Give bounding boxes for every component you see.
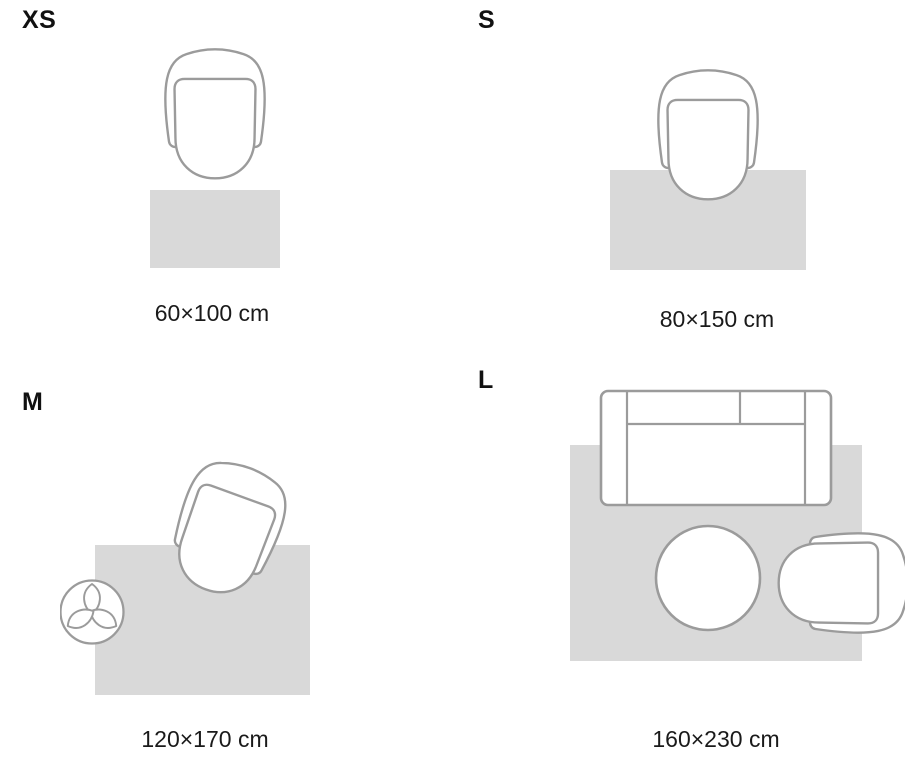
illustration-m <box>60 450 310 695</box>
dimensions-s: 80×150 cm <box>659 306 775 332</box>
size-card-m: M 120×170 cm <box>0 380 460 760</box>
illustration-l <box>570 389 905 661</box>
size-label-s: S <box>478 6 496 34</box>
dimensions-xs: 60×100 cm <box>154 300 270 326</box>
size-card-l: L 160×230 cm <box>460 366 920 760</box>
size-label-l: L <box>478 366 494 394</box>
dimensions-l: 160×230 cm <box>652 726 780 752</box>
armchair-icon <box>777 532 905 634</box>
rug-xs <box>150 190 280 268</box>
armchair-icon <box>657 69 759 201</box>
size-label-xs: XS <box>22 6 57 34</box>
size-label-m: M <box>22 388 44 416</box>
size-card-xs: XS 60×100 cm <box>0 0 460 380</box>
size-card-s: S 80×150 cm <box>460 0 920 380</box>
armchair-icon <box>164 48 266 180</box>
plant-icon <box>60 579 125 645</box>
illustration-xs <box>150 48 280 268</box>
sofa-icon <box>599 389 833 507</box>
illustration-s <box>610 69 806 270</box>
coffee-table-icon <box>654 524 762 632</box>
dimensions-m: 120×170 cm <box>141 726 269 752</box>
